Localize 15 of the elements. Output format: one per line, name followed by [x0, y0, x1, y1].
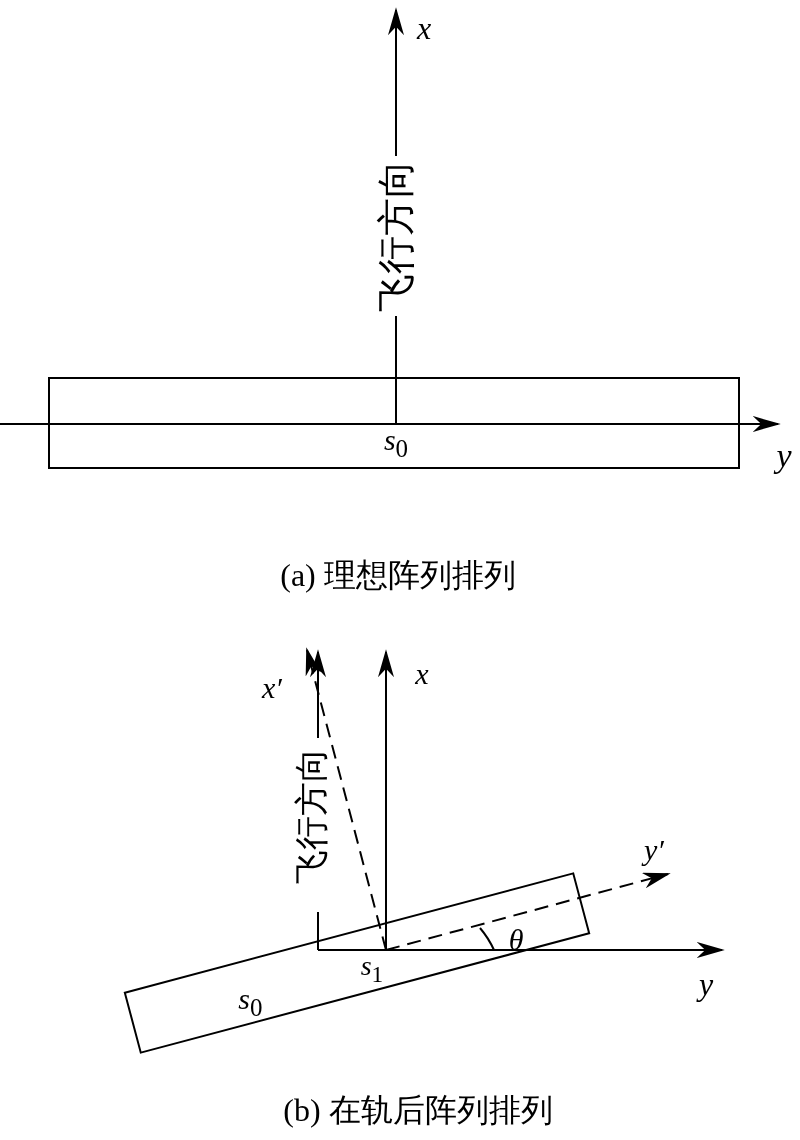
direction-label: 飞行方向: [377, 159, 415, 314]
axis-label: y: [696, 968, 715, 1000]
subfigure-caption: (b) 在轨后阵列排列: [282, 1094, 554, 1126]
point-label: s$_{0}$: [383, 425, 409, 461]
axis-label: x: [415, 12, 433, 44]
angle-label: θ: [507, 925, 525, 955]
axis-label: x: [414, 659, 430, 689]
axis-label: y′: [642, 835, 666, 865]
point-label: s$_{1}$: [359, 952, 385, 986]
axis-label: y: [774, 439, 794, 473]
array-rectangle: [48, 377, 740, 469]
axis-label: x′: [260, 673, 283, 703]
direction-label: 飞行方向: [295, 747, 329, 886]
subfigure-caption: (a) 理想阵列排列: [279, 559, 517, 591]
point-label: s$_{0}$: [238, 983, 263, 1020]
